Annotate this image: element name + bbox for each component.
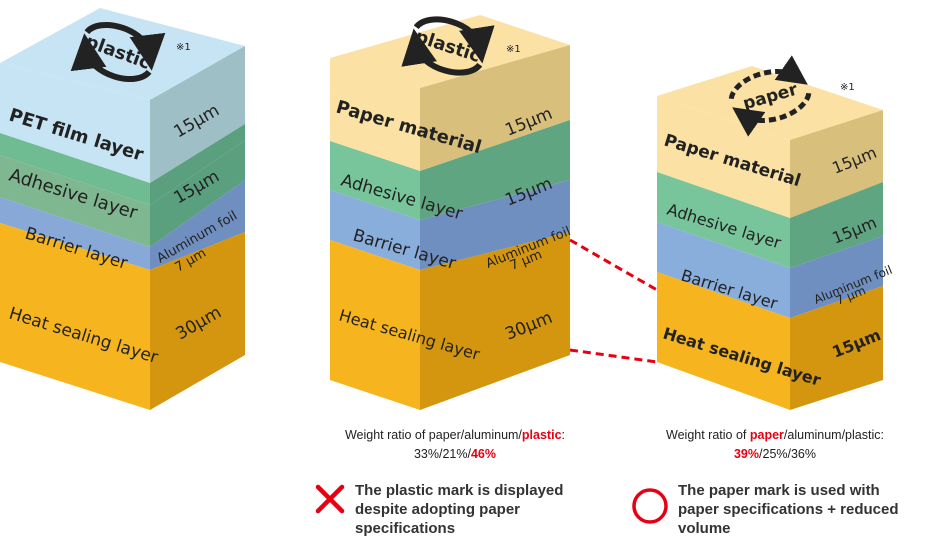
- caption-text: Weight ratio of paper/aluminum/: [344, 428, 522, 442]
- note-bad: The plastic mark is displayed despite ad…: [355, 482, 564, 537]
- note-good: The paper mark is used with paper specif…: [678, 482, 899, 537]
- caption-values: 33%/21%/: [413, 447, 471, 461]
- caption-middle-line2: 33%/21%/46%: [300, 445, 610, 464]
- footnote-mark: ※1: [506, 44, 521, 55]
- caption-right: Weight ratio of paper/aluminum/plastic: …: [620, 426, 925, 464]
- block-paper-paper: [657, 66, 883, 410]
- caption-text: /aluminum/plastic:: [783, 428, 884, 442]
- block-pet: [0, 8, 245, 410]
- footnote-mark: ※1: [840, 82, 855, 93]
- caption-right-line1: Weight ratio of paper/aluminum/plastic:: [620, 426, 925, 445]
- caption-middle: Weight ratio of paper/aluminum/plastic: …: [300, 426, 610, 464]
- caption-text: :: [561, 428, 566, 442]
- caption-values-highlight: 46%: [470, 447, 496, 461]
- caption-text: Weight ratio of: [666, 428, 750, 442]
- block-paper-plastic: [330, 15, 570, 410]
- caption-right-line2: 39%/25%/36%: [620, 445, 925, 464]
- cross-icon: [315, 484, 345, 514]
- connector-line-bottom: [569, 348, 658, 364]
- caption-values: /25%/36%: [759, 447, 816, 461]
- caption-highlight: paper: [749, 428, 784, 442]
- connector-line-top: [569, 238, 658, 292]
- caption-highlight: plastic: [521, 428, 562, 442]
- caption-values-highlight: 39%: [733, 447, 760, 461]
- caption-middle-line1: Weight ratio of paper/aluminum/plastic:: [300, 426, 610, 445]
- circle-icon: [632, 488, 668, 524]
- footnote-mark: ※1: [176, 42, 191, 53]
